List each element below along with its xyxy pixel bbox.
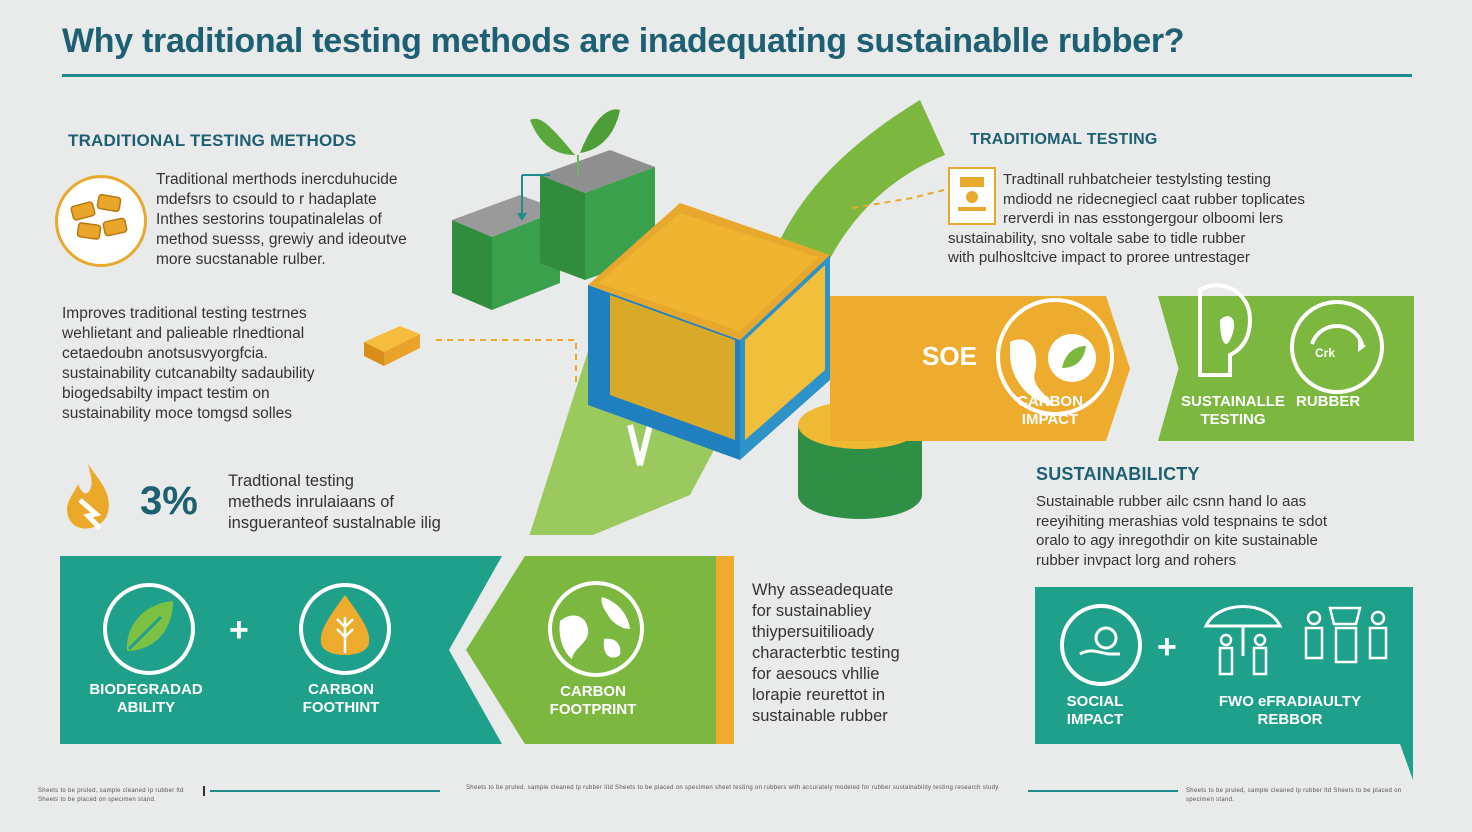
improve-line: wehlietant and palieable rlnedtional bbox=[62, 325, 305, 342]
middle-line: thiypersuitilioady bbox=[752, 623, 874, 641]
rubber-caption: RUBBER bbox=[1296, 393, 1361, 410]
middle-line: lorapie reurettot in bbox=[752, 686, 885, 704]
dashed-connector-right bbox=[852, 187, 953, 209]
orange-band-label: SOE bbox=[922, 341, 977, 371]
social-impact-caption: SOCIAL IMPACT bbox=[1066, 693, 1124, 728]
middle-line: Why asseadequate bbox=[752, 581, 894, 599]
intro-line: Inthes sestorins toupatinalelas of bbox=[156, 211, 382, 228]
stat-line: metheds inrulaiaans of bbox=[228, 493, 395, 511]
improve-line: biogedsabilty impact testim on bbox=[62, 385, 270, 402]
footer-rule-left bbox=[210, 790, 440, 792]
footer-fine-mid: Sheets to be pruled, sample cleaned lp r… bbox=[466, 785, 999, 791]
middle-line: for sustainabliey bbox=[752, 602, 872, 620]
human-head-icon bbox=[1180, 280, 1280, 380]
central-illustration bbox=[452, 100, 945, 535]
intro-paragraph: Traditional merthods inercduhucide mdefs… bbox=[156, 170, 407, 270]
intro-line: more sucstanable rulber. bbox=[156, 251, 326, 268]
right-line: rerverdi in nas esstongergour olboomi le… bbox=[1003, 210, 1284, 227]
stat-line: Tradtional testing bbox=[228, 472, 354, 490]
plus-sign: + bbox=[229, 611, 249, 649]
right-line: Tradtinall ruhbatcheier testylsting test… bbox=[1003, 171, 1271, 188]
right-paragraph: Tradtinall ruhbatcheier testylsting test… bbox=[948, 170, 1305, 268]
leaf-icon bbox=[103, 583, 195, 675]
fwo-rebbor-caption: FWO eFRADIAULTY REBBOR bbox=[1218, 693, 1362, 728]
sustainable-testing-caption: SUSTAINALLE TESTING bbox=[1181, 393, 1285, 428]
middle-line: characterbtic testing bbox=[752, 644, 900, 662]
recycle-icon-text: Crk bbox=[1315, 346, 1336, 360]
document-icon bbox=[948, 167, 996, 225]
footer-tick bbox=[203, 786, 205, 796]
intro-line: method suesss, grewiy and ideoutve bbox=[156, 231, 407, 248]
traditional-testing-heading: TRADITIOMAL TESTING bbox=[970, 131, 1158, 148]
right-line: with pulhosltcive impact to proree untre… bbox=[948, 249, 1250, 266]
sustainability-line: reeyihiting merashias vold tespnains te … bbox=[1036, 512, 1327, 530]
globe-icon bbox=[548, 581, 644, 677]
people-group-icon bbox=[1300, 604, 1394, 684]
middle-paragraph: Why asseadequate for sustainabliey thiyp… bbox=[752, 580, 900, 727]
dashed-connector-left bbox=[436, 339, 577, 385]
orange-edge bbox=[716, 556, 734, 744]
improve-line: cetaedoubn anotsusvyorgfcia. bbox=[62, 345, 268, 362]
intro-line: mdefsrs to csould to r hadaplate bbox=[156, 191, 377, 208]
stat-value: 3% bbox=[140, 479, 198, 523]
improve-line: Improves traditional testing testrnes bbox=[62, 305, 307, 322]
sustainability-paragraph: Sustainable rubber ailc csnn hand lo aas… bbox=[1036, 492, 1327, 570]
carbon-impact-caption: CARBON IMPACT bbox=[1017, 393, 1083, 428]
improve-line: sustainability cutcanabilty sadaubility bbox=[62, 365, 315, 382]
traditional-methods-heading: TRADITIONAL TESTING METHODS bbox=[68, 131, 357, 150]
recycle-icon bbox=[1290, 300, 1384, 394]
carbon-footprint-caption: CARBON FOOTPRINT bbox=[549, 683, 637, 718]
biodegradability-caption: BIODEGRADAD ABILITY bbox=[89, 681, 203, 716]
improve-paragraph: Improves traditional testing testrnes we… bbox=[62, 304, 314, 424]
footer-rule-right bbox=[1028, 790, 1178, 792]
middle-line: sustainable rubber bbox=[752, 707, 888, 725]
footer-fine-right: Sheets to be pruled, sample cleaned lp r… bbox=[1186, 788, 1402, 803]
page-title: Why traditional testing methods are inad… bbox=[62, 22, 1185, 60]
sustainability-line: oralo to agy inregothdir on kite sustain… bbox=[1036, 532, 1318, 549]
stat-line: insgueranteof sustalnable ilig bbox=[228, 514, 441, 532]
plus-sign-right: + bbox=[1157, 628, 1177, 666]
intro-line: Traditional merthods inercduhucide bbox=[156, 171, 398, 188]
panel-tail bbox=[1400, 744, 1413, 780]
sustainability-line: rubber invpact lorg and rohers bbox=[1036, 551, 1237, 569]
sustainability-heading: SUSTAINABILICTY bbox=[1036, 464, 1200, 484]
rubber-pieces-icon bbox=[55, 175, 147, 267]
improve-line: sustainability moce tomgsd solles bbox=[62, 405, 293, 422]
wheat-drop-icon bbox=[299, 583, 391, 675]
footer-fine-left: Sheets to be pruled, sample cleaned Ip r… bbox=[38, 788, 184, 803]
right-line: sustainability, sno voltale sabe to tidl… bbox=[948, 229, 1246, 247]
rubber-block-icon bbox=[360, 320, 440, 368]
right-line: mdiodd ne ridecnegiecl caat rubber topli… bbox=[1003, 190, 1305, 208]
sustainability-line: Sustainable rubber ailc csnn hand lo aas bbox=[1036, 493, 1307, 510]
carbon-foothint-caption: CARBON FOOTHINT bbox=[302, 681, 380, 716]
flame-icon bbox=[60, 460, 116, 538]
earth-leaf-icon bbox=[996, 298, 1114, 416]
middle-line: for aesoucs vhllie bbox=[752, 665, 880, 683]
social-hand-icon bbox=[1060, 604, 1142, 686]
stat-paragraph: Tradtional testing metheds inrulaiaans o… bbox=[228, 471, 441, 534]
title-divider bbox=[62, 74, 1412, 77]
umbrella-people-icon bbox=[1198, 596, 1288, 686]
